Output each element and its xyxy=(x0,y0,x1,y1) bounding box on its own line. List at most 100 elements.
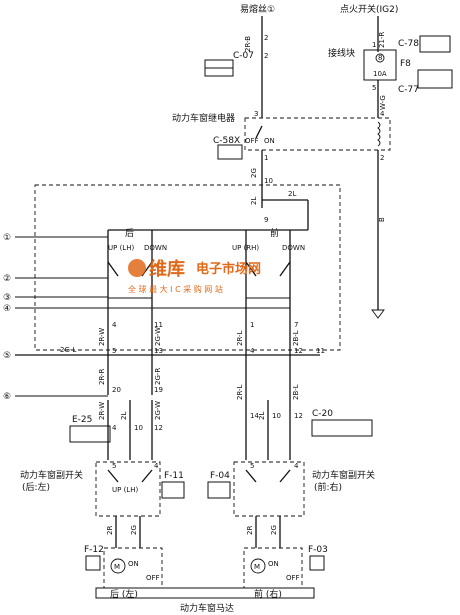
front-switch-contact xyxy=(245,261,257,277)
wire-label: 2R-L xyxy=(236,330,244,346)
pin-label: 14 xyxy=(250,412,259,420)
connector-f11 xyxy=(161,481,185,499)
down2-label: DOWN xyxy=(282,244,305,252)
relay-coil xyxy=(377,121,381,147)
ref-circle-4: ④ xyxy=(3,304,11,314)
pin-label: 19 xyxy=(154,386,163,394)
fuse-label: 易熔丝① xyxy=(240,3,275,15)
rear-label: 后 xyxy=(125,228,134,239)
connector-f04 xyxy=(207,481,231,499)
pin-label: 5 xyxy=(372,84,376,92)
pin-label: 1 xyxy=(250,321,254,329)
wire-label: 2G-W xyxy=(154,401,162,420)
wire-label: 2B-L xyxy=(292,384,300,400)
watermark-brand: 维库 xyxy=(149,258,185,280)
wire-label: 2L xyxy=(288,190,296,198)
wire-label: 2L xyxy=(120,412,128,420)
front-right-motor-box xyxy=(243,547,303,589)
pin-label: 5 xyxy=(112,462,116,470)
pin-label: 2 xyxy=(380,154,384,162)
wire-label: 2R-L xyxy=(236,384,244,400)
fr-on-label: ON xyxy=(268,560,279,568)
relay-on-label: ON xyxy=(264,137,275,145)
fr-off-label: OFF xyxy=(286,574,300,582)
wire-label: 2R-B xyxy=(244,36,252,52)
front-right-switch-box xyxy=(233,461,305,517)
pin-label: 4 xyxy=(294,462,299,470)
rear-switch-contact xyxy=(107,261,119,277)
pin-label: 4 xyxy=(112,321,117,329)
ref-circle-2: ② xyxy=(3,274,11,284)
fr-switch-contact xyxy=(279,469,291,483)
pin-label: 1 xyxy=(264,154,268,162)
pin-label: 12 xyxy=(294,412,303,420)
connector-label: C-20 xyxy=(312,409,333,419)
pin-label: 9 xyxy=(264,216,268,224)
connector-f12 xyxy=(85,555,101,571)
fuse-rating: 10A xyxy=(373,70,387,78)
wire-label: 2R xyxy=(246,526,254,535)
wire-label: 2G xyxy=(250,168,258,178)
front-switch-contact xyxy=(279,261,291,277)
wire-label: 2G xyxy=(130,525,138,535)
pin-label: 2 xyxy=(264,34,268,42)
connector-label: C-07 xyxy=(233,51,254,61)
connector-c20 xyxy=(311,419,373,437)
down-label: DOWN xyxy=(144,244,167,252)
relay-label: 动力车窗继电器 xyxy=(172,112,235,124)
wire-label: 2R-R xyxy=(98,368,106,385)
pin-label: 2 xyxy=(264,52,268,60)
ref-circle-6: ⑥ xyxy=(3,392,11,402)
rear-left-switch-label: 动力车窗副开关 xyxy=(20,469,83,481)
fuse-number-circle xyxy=(375,53,385,63)
ref-circle-1: ① xyxy=(3,233,11,243)
pin-label: 4 xyxy=(250,347,255,355)
connector-c77 xyxy=(417,69,453,89)
connector-label: F-04 xyxy=(210,471,230,481)
rear-left-motor-box xyxy=(103,547,163,589)
connector-label: C-78 xyxy=(398,39,419,49)
wire-label: 2L xyxy=(250,197,258,205)
rear-left-switch-sub: (后:左) xyxy=(22,481,50,493)
motor-rear-left-label: 后 (左) xyxy=(110,588,138,600)
wire-label: 2R-W xyxy=(98,328,106,346)
connector-e25 xyxy=(69,425,111,443)
wire-label: 21-R xyxy=(378,32,386,48)
wire-label: 2R-W xyxy=(98,402,106,420)
pin-label: 12 xyxy=(154,424,163,432)
pin-label: 5 xyxy=(112,347,116,355)
pin-label: 20 xyxy=(112,386,121,394)
pin-label: 4 xyxy=(380,110,385,118)
rl-motor-icon xyxy=(110,558,126,574)
rl-motor-symbol: M xyxy=(114,563,120,571)
pin-label: 10 xyxy=(134,424,143,432)
fr-motor-symbol: M xyxy=(254,563,260,571)
pin-label: 4 xyxy=(154,462,159,470)
wire-label: 2G-W xyxy=(154,327,162,346)
connector-label: F-12 xyxy=(84,545,104,555)
fuse-box xyxy=(363,49,397,81)
connector-label: F-11 xyxy=(164,471,184,481)
ground-symbol xyxy=(371,309,385,319)
connector-label: C-58X xyxy=(213,136,240,146)
motor-group-label: 动力车窗马达 xyxy=(180,602,234,614)
pin-label: 3 xyxy=(254,110,258,118)
wire-label: 2R xyxy=(106,526,114,535)
connector-c78 xyxy=(419,35,451,53)
junction-block-label: 接线块 xyxy=(328,47,355,59)
rl-up-label: UP (LH) xyxy=(112,486,138,494)
rear-left-switch-box xyxy=(95,461,161,517)
rl-on-label: ON xyxy=(128,560,139,568)
relay-off-label: OFF xyxy=(245,137,259,145)
pin-label: 12 xyxy=(294,347,303,355)
connector-label: E-25 xyxy=(72,415,92,425)
motor-group-frame xyxy=(95,587,315,599)
rl-switch-contact xyxy=(107,469,119,483)
connector-label: F-03 xyxy=(308,545,328,555)
pin-label: 5 xyxy=(250,462,254,470)
relay-box xyxy=(244,117,391,151)
up-lh-label: UP (LH) xyxy=(108,244,134,252)
connector-c58x xyxy=(217,144,243,160)
watermark-brand2: 电子市场网 xyxy=(196,261,261,277)
